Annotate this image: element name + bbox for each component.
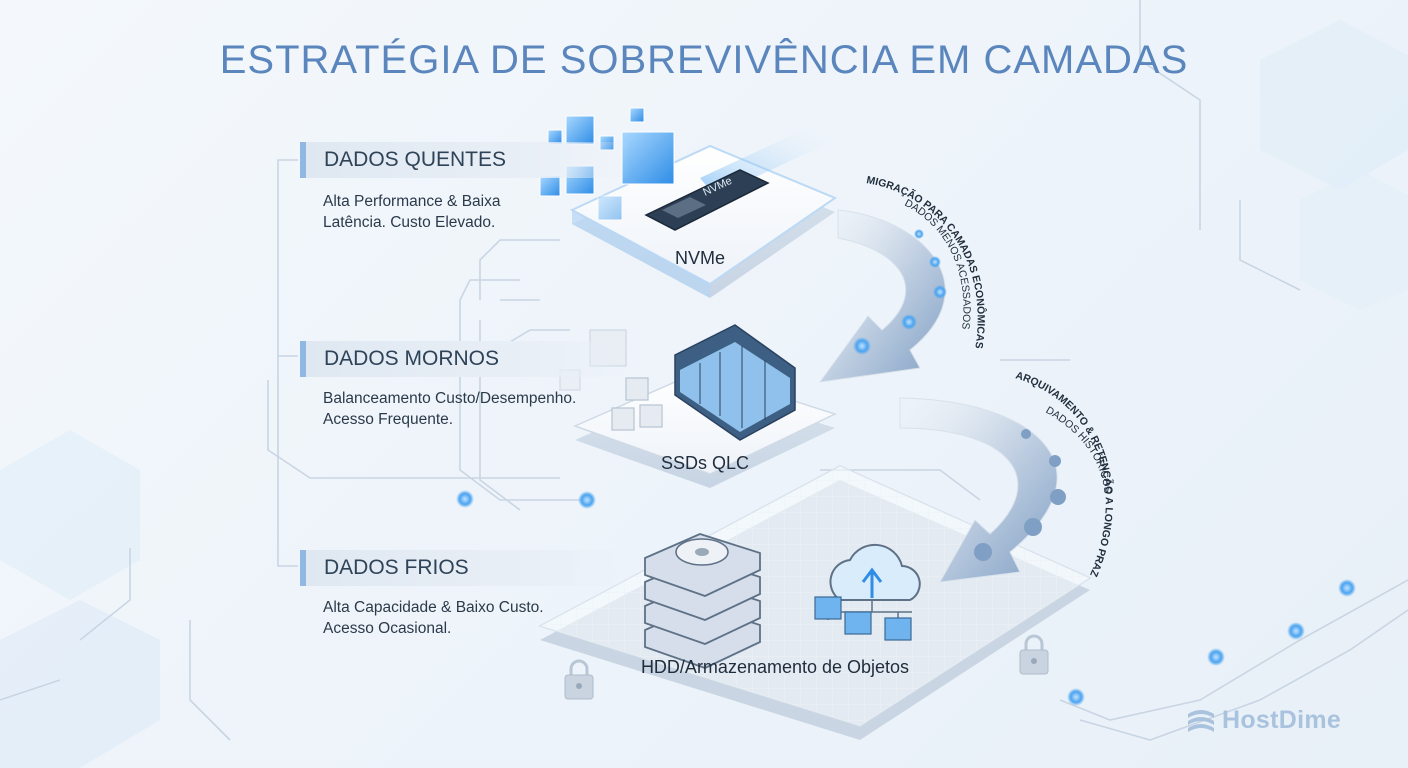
tier-description-hot: Alta Performance & Baixa Latência. Custo… [323, 193, 501, 231]
data-cubes-icon [539, 107, 675, 221]
hdd-stack-icon [644, 533, 761, 669]
tier-description-cold: Alta Capacidade & Baixo Custo. Acesso Oc… [323, 599, 544, 637]
migration-arrow [818, 209, 947, 383]
archiving-arrow [899, 397, 1066, 583]
ssd-rack-icon [674, 324, 796, 441]
hostdime-logo: HostDime [1186, 706, 1341, 735]
padlock-icon [1019, 634, 1049, 675]
tier-label-hot: DADOS QUENTES [300, 142, 630, 178]
logo-text: HostDime [1222, 706, 1342, 734]
nvme-chip-icon [644, 169, 770, 231]
platform-label-hdd: HDD/Armazenamento de Objetos [640, 657, 910, 677]
hostdime-logo-icon [1188, 709, 1214, 732]
object-storage-icon [814, 596, 912, 641]
platform-label-nvme: NVMe [674, 248, 725, 268]
tier-description-warm: Balanceamento Custo/Desempenho. Acesso F… [323, 390, 577, 428]
page-title: ESTRATÉGIA DE SOBREVIVÊNCIA EM CAMADAS [219, 38, 1189, 82]
padlock-icon [564, 659, 594, 700]
tier-label-warm: DADOS MORNOS [300, 341, 630, 377]
tier-label-cold: DADOS FRIOS [300, 550, 630, 586]
platform-label-ssd: SSDs QLC [660, 453, 750, 473]
archiving-arrow-title: ARQUIVAMENTO & RETENÇÃO A LONGO PRAZO [0, 0, 1115, 579]
